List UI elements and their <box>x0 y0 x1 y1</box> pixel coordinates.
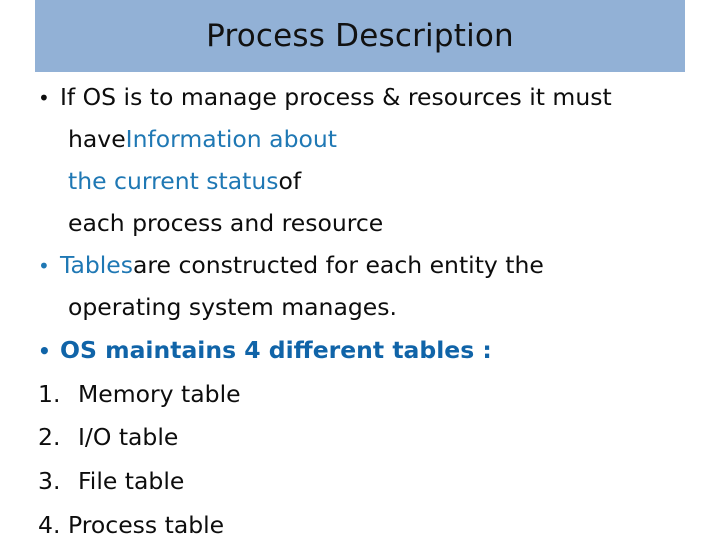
numbered-item-1-label: Memory table <box>78 380 241 408</box>
numbered-item-2-label: I/O table <box>78 423 179 451</box>
bullet-marker-icon: • <box>38 86 50 110</box>
numbered-item-3: 3. File table <box>38 467 185 495</box>
numbered-item-1-number: 1. <box>38 380 61 408</box>
numbered-item-3-label: File table <box>78 467 185 495</box>
bullet-item-1-text-part-1: If OS is to manage process & resources i… <box>60 83 612 111</box>
bullet-item-2-text-highlight: Tables <box>60 251 134 279</box>
title-bar: Process Description <box>35 0 685 72</box>
bullet-item-2-line-1: • Tables are constructed for each entity… <box>38 251 544 279</box>
bullet-item-1-text-highlight-2: the current status <box>68 167 279 195</box>
bullet-item-1-text-of: of <box>278 167 302 195</box>
numbered-item-4-label: Process table <box>68 511 225 539</box>
numbered-item-2-number: 2. <box>38 423 61 451</box>
bullet-item-1-line-1: • If OS is to manage process & resources… <box>38 83 612 111</box>
bullet-item-1-line-2: have Information about <box>68 125 337 153</box>
numbered-item-4: 4. Process table <box>38 511 225 539</box>
numbered-item-4-number: 4. <box>38 511 61 539</box>
bullet-item-3-text: OS maintains 4 different tables : <box>60 336 492 364</box>
bullet-item-1-text-highlight-1: Information about <box>125 125 337 153</box>
bullet-item-1-line-4: each process and resource <box>68 209 384 237</box>
numbered-item-1: 1. Memory table <box>38 380 241 408</box>
bullet-item-2-text-rest: are constructed for each entity the <box>133 251 544 279</box>
page-title: Process Description <box>206 17 514 54</box>
bullet-item-2-wrap: Tables are constructed for each entity t… <box>60 251 544 279</box>
bullet-item-2-line-2: operating system manages. <box>68 293 397 321</box>
bullet-item-3-line-1: • OS maintains 4 different tables : <box>38 336 492 364</box>
numbered-item-2: 2. I/O table <box>38 423 179 451</box>
bullet-item-1-text-part-4: each process and resource <box>68 209 384 237</box>
bullet-item-1-text-have: have <box>68 125 126 153</box>
numbered-item-3-number: 3. <box>38 467 61 495</box>
bullet-item-1-line-3: the current status of <box>68 167 302 195</box>
bullet-marker-icon: • <box>38 254 50 278</box>
bullet-item-2-text-part-2: operating system manages. <box>68 293 397 321</box>
slide-body: • If OS is to manage process & resources… <box>0 74 720 540</box>
bullet-marker-icon: • <box>38 339 51 363</box>
